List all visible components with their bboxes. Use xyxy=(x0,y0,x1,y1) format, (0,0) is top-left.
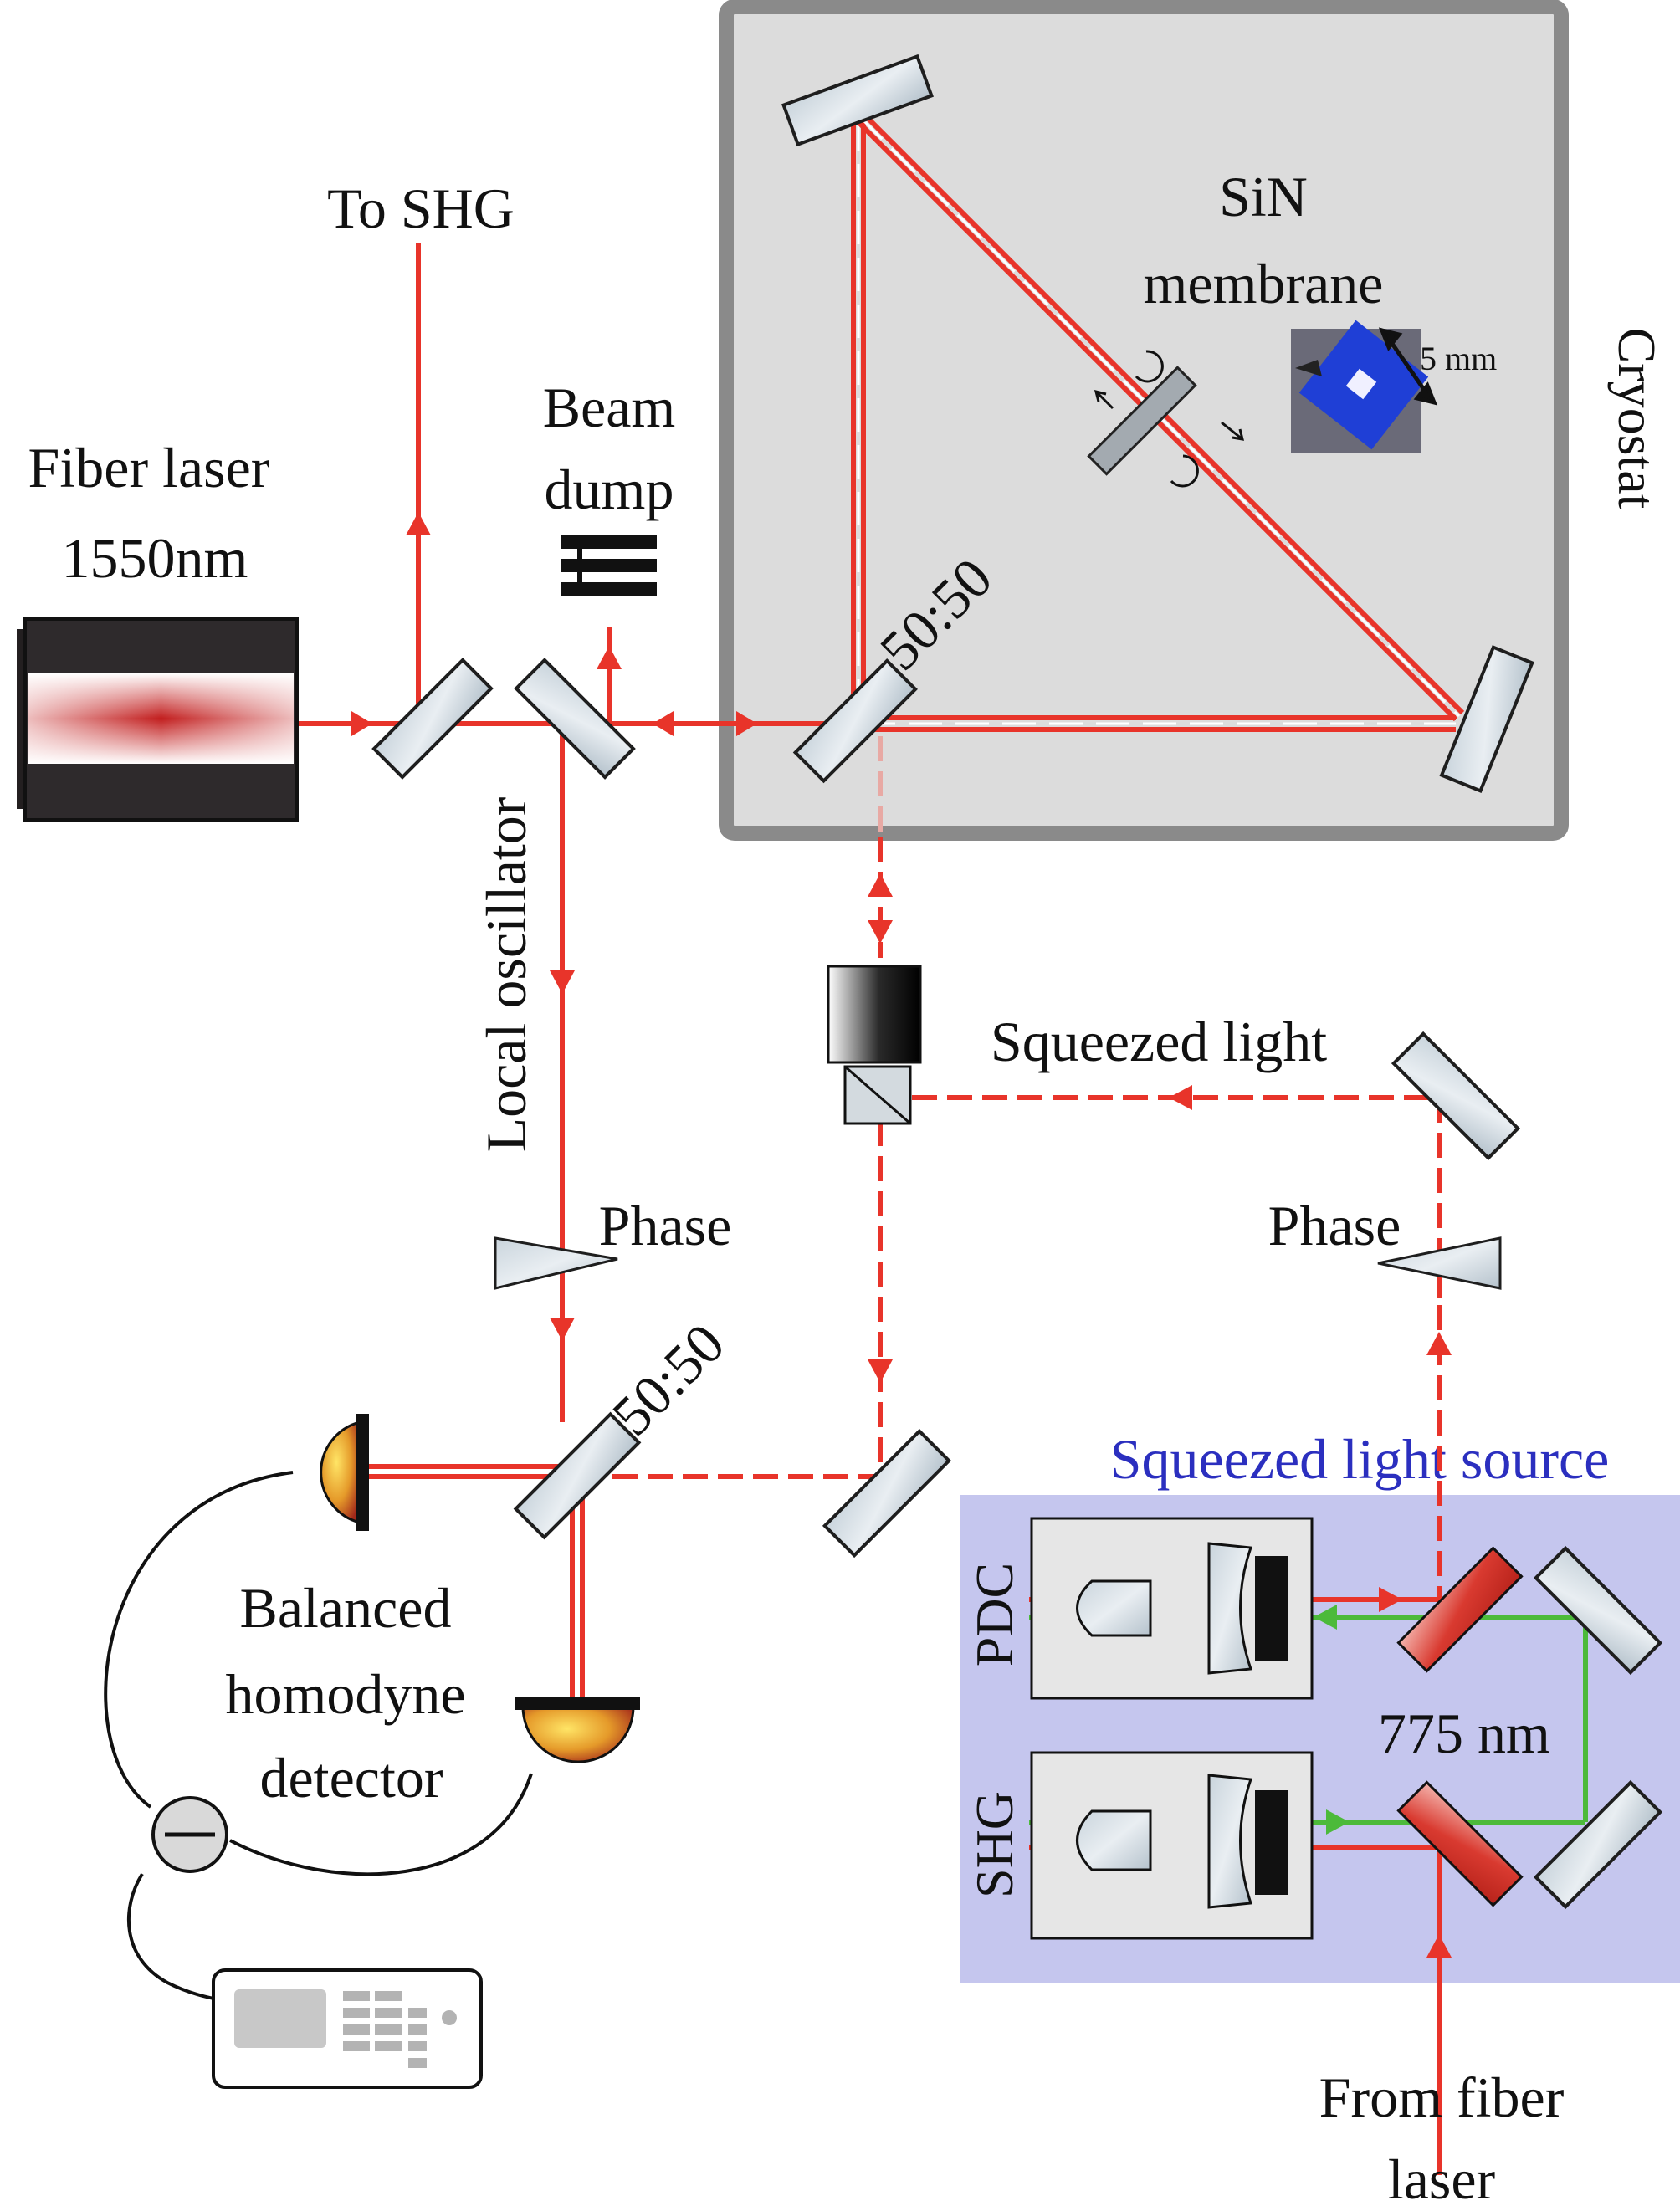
green-mirror-top xyxy=(1533,1545,1663,1676)
scale-bar-label: 5 mm xyxy=(1420,340,1497,377)
cryostat-label: Cryostat xyxy=(1607,328,1667,509)
membrane-label: membrane xyxy=(1144,252,1384,315)
beam-dump-label-2: dump xyxy=(545,458,674,521)
membrane-photo-icon xyxy=(1291,320,1429,453)
fiber-laser-wavelength: 1550nm xyxy=(62,526,248,590)
cavity-mirror-top xyxy=(781,54,934,147)
scale-bar xyxy=(1378,327,1438,406)
cavity-input-splitter xyxy=(792,658,918,784)
detector-beams xyxy=(368,1464,585,1698)
squeezed-light-source-label: Squeezed light source xyxy=(1110,1427,1610,1491)
phase-shifter-squeezed xyxy=(1377,1236,1502,1290)
from-fiber-label-2: laser xyxy=(1388,2147,1496,2201)
beam-dump-label: Beam xyxy=(543,376,676,439)
bhd-label-1: Balanced xyxy=(240,1576,452,1640)
photodiode-icon xyxy=(320,1414,369,1531)
from-fiber-label: From fiber xyxy=(1319,2065,1565,2129)
bhd-label-3: detector xyxy=(260,1746,443,1809)
dichroic-mirror-pdc xyxy=(1396,1546,1524,1673)
spectrum-analyzer-icon xyxy=(212,1968,483,2089)
phase-left-label: Phase xyxy=(599,1194,732,1257)
sin-label: SiN xyxy=(1219,165,1308,228)
signal-beams xyxy=(577,736,1452,1602)
main-beam xyxy=(297,243,862,1422)
phase-right-label: Phase xyxy=(1268,1194,1401,1257)
bhd-cables xyxy=(104,1471,533,2005)
green-mirror-bottom xyxy=(1533,1779,1663,1910)
beam-splitter-lo xyxy=(514,658,636,780)
pickoff-mirror xyxy=(371,658,494,780)
optical-isolator xyxy=(827,965,922,1125)
membrane-motion-arrows xyxy=(1094,350,1245,488)
beam-dump-icon xyxy=(561,535,657,596)
bhd-beam-splitter xyxy=(513,1411,642,1540)
sin-membrane xyxy=(1087,366,1197,476)
pdc-label: PDC xyxy=(965,1563,1024,1667)
wavelength-775-label: 775 nm xyxy=(1378,1702,1550,1765)
squeezed-light-label: Squeezed light xyxy=(991,1010,1327,1073)
phase-shifter-lo xyxy=(494,1236,618,1290)
minus-circle-icon xyxy=(151,1796,228,1873)
photodiode-icon xyxy=(515,1697,640,1763)
fiber-laser-label: Fiber laser xyxy=(28,436,270,499)
cavity-mirror-right xyxy=(1439,645,1534,793)
to-shg-label: To SHG xyxy=(327,177,515,240)
steering-mirror-bottom xyxy=(822,1428,952,1559)
bhd-label-2: homodyne xyxy=(225,1662,465,1726)
shg-cavity xyxy=(1030,1751,1314,1940)
local-oscillator-label: Local oscillator xyxy=(474,796,538,1152)
steering-mirror-top xyxy=(1391,1031,1521,1161)
fiber-laser-icon xyxy=(17,617,299,822)
pdc-cavity xyxy=(1030,1517,1314,1700)
shg-label: SHG xyxy=(965,1791,1024,1898)
dichroic-mirror-shg xyxy=(1396,1780,1524,1907)
